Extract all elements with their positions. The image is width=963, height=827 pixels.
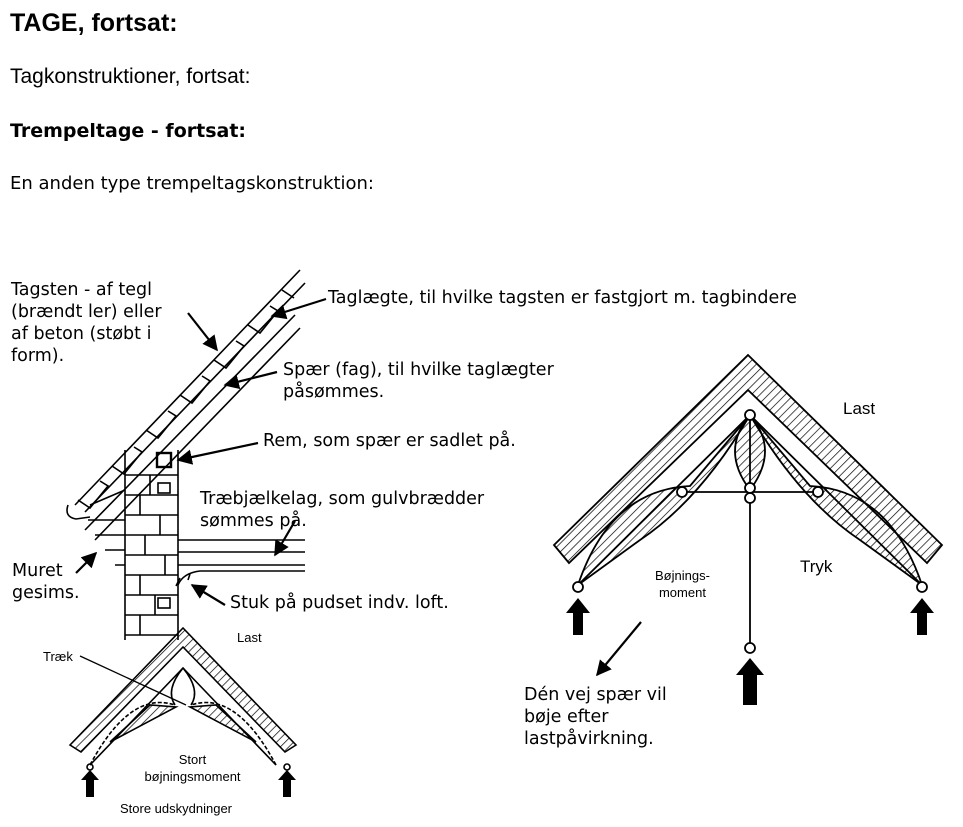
- large-support-arrows: [566, 598, 934, 705]
- small-stort-label: Stort bøjningsmoment: [144, 752, 241, 784]
- small-last-label: Last: [237, 630, 262, 645]
- large-truss-diagram: [552, 353, 944, 654]
- label-taglaegte: Taglægte, til hvilke tagsten er fastgjor…: [328, 288, 797, 308]
- small-store-label: Store udskydninger: [120, 801, 233, 816]
- label-arrows: [75, 297, 642, 706]
- large-last-label: Last: [843, 399, 876, 418]
- large-bojning-label: Bøjnings- moment: [655, 568, 710, 600]
- intro-text: En anden type trempeltagskonstruktion:: [10, 173, 374, 194]
- label-muret-gesims: Muret gesims.: [12, 561, 80, 603]
- small-support-arrows: [81, 770, 296, 797]
- page-subtitle: Tagkonstruktioner, fortsat:: [10, 65, 251, 88]
- large-tryk-label: Tryk: [800, 557, 833, 576]
- small-traek-label: Træk: [43, 649, 73, 664]
- small-truss-diagram: [68, 626, 298, 771]
- section-heading: Trempeltage - fortsat:: [10, 120, 247, 142]
- label-den-vej: Dén vej spær vil bøje efter lastpåvirkni…: [524, 685, 667, 749]
- label-spaer: Spær (fag), til hvilke taglægter påsømme…: [283, 360, 554, 402]
- label-traebjaelkelag: Træbjælkelag, som gulvbrædder sømmes på.: [200, 489, 485, 531]
- label-stuk: Stuk på pudset indv. loft.: [230, 593, 449, 613]
- label-tagsten: Tagsten - af tegl (brændt ler) eller af …: [11, 280, 162, 366]
- label-rem: Rem, som spær er sadlet på.: [263, 431, 516, 451]
- eaves-section-drawing: [66, 269, 306, 640]
- page-title: TAGE, fortsat:: [10, 9, 178, 37]
